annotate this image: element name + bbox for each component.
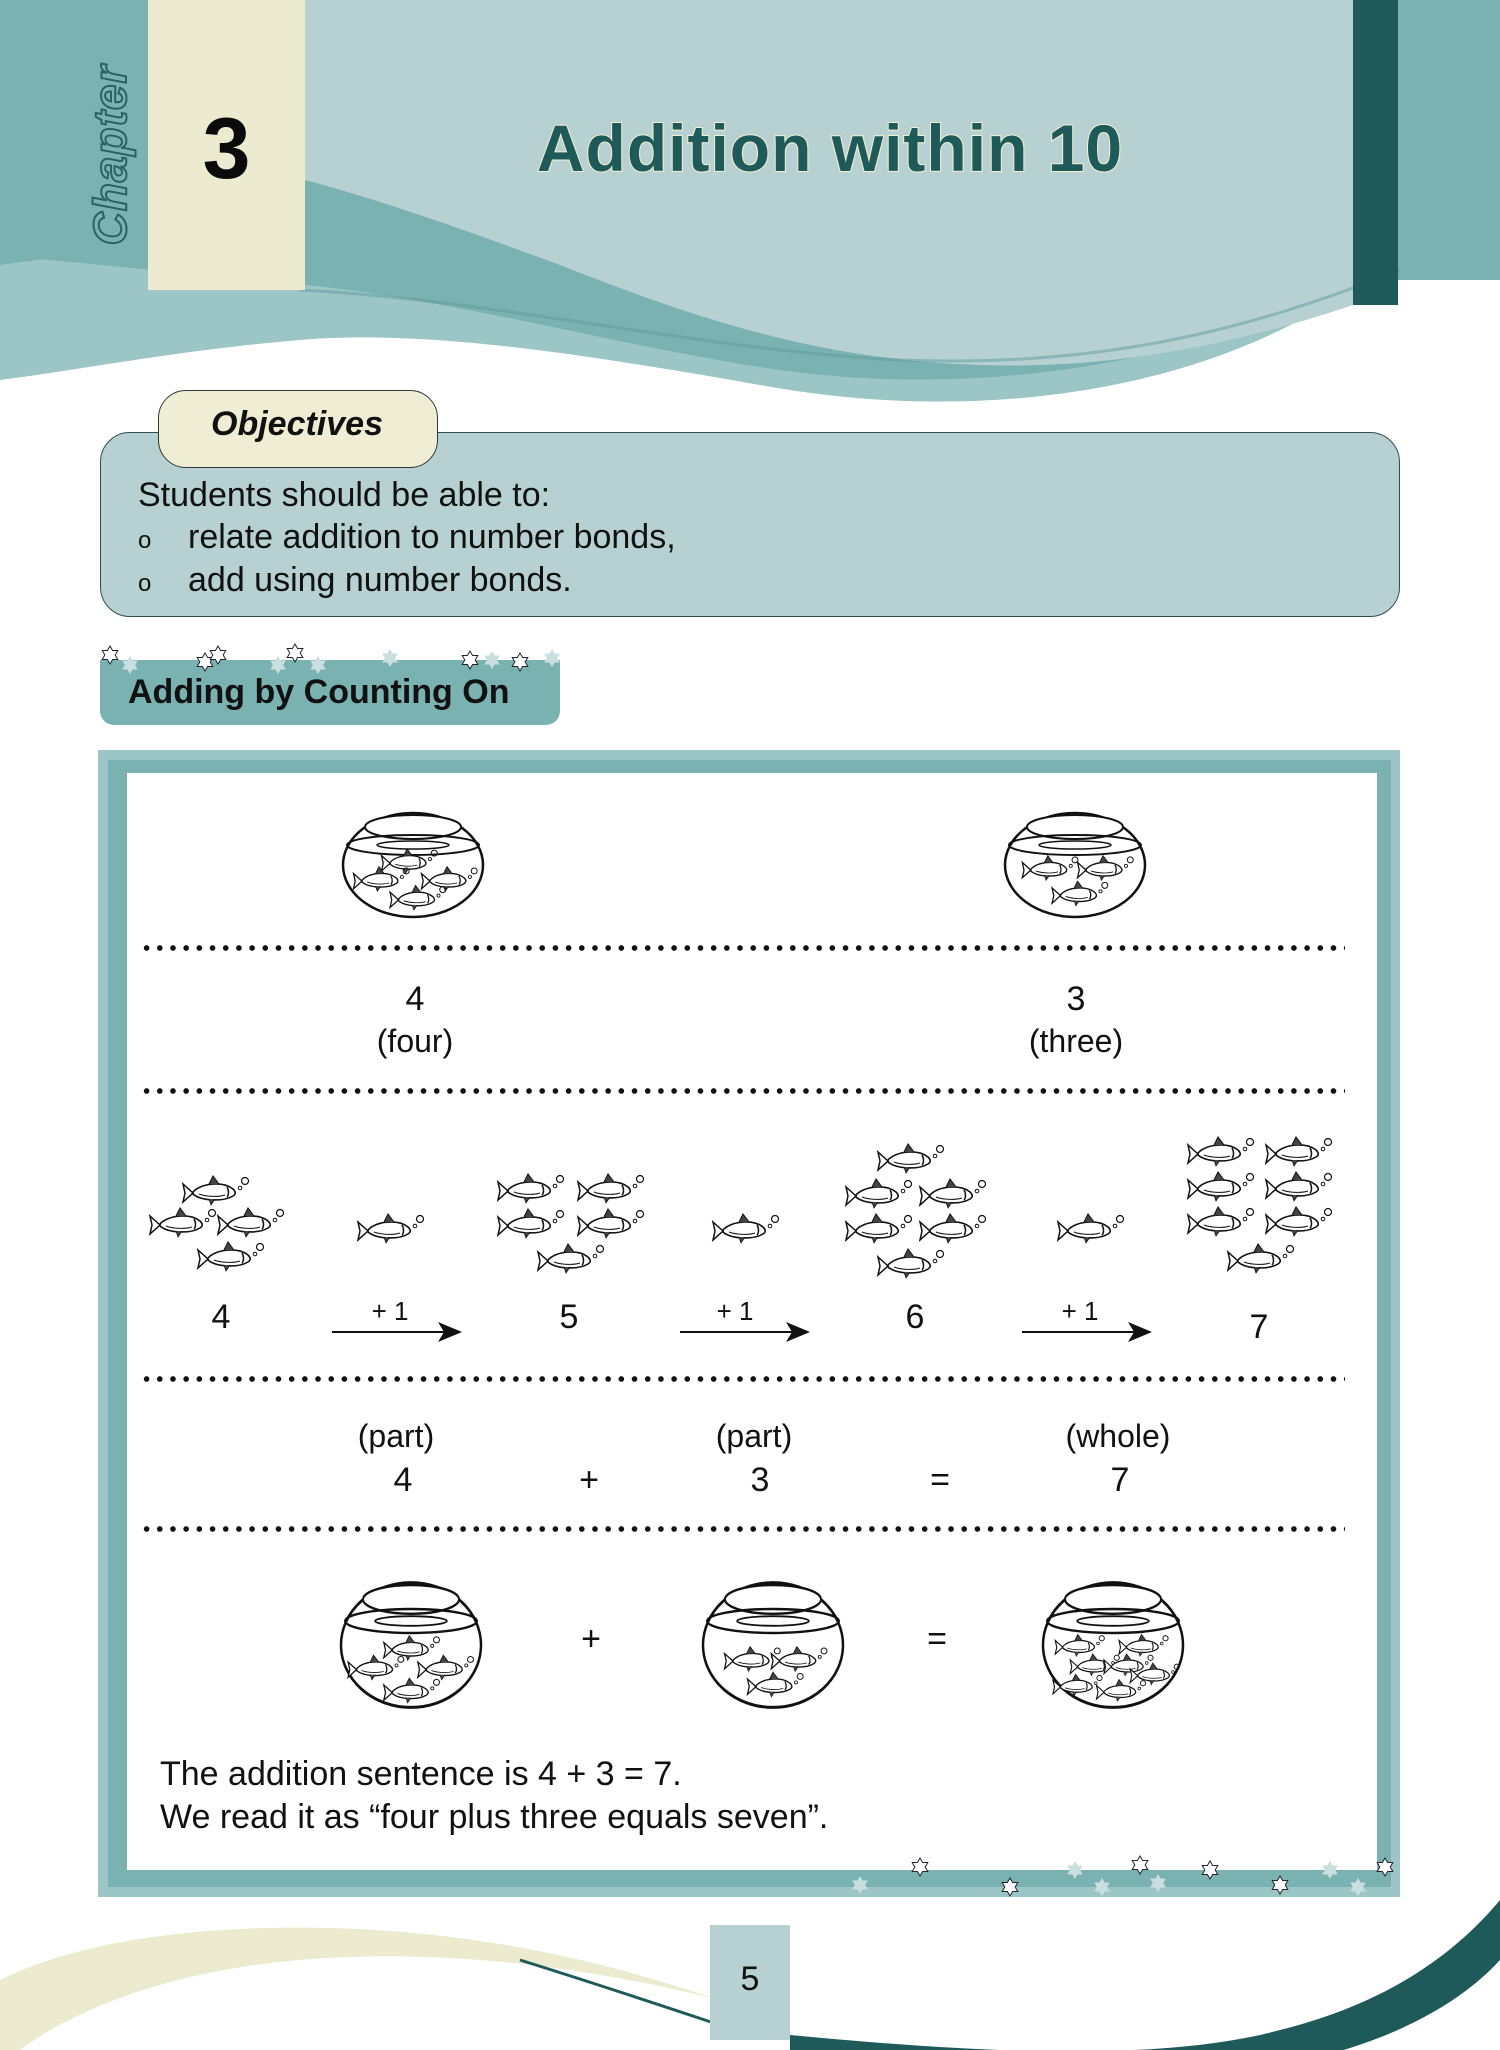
count-number: 7 bbox=[1249, 1308, 1269, 1346]
count-number: 4 bbox=[211, 1298, 231, 1336]
part-label: (part) bbox=[715, 1418, 793, 1454]
section-header bbox=[100, 660, 560, 725]
count-word: (four) bbox=[376, 1023, 454, 1059]
arrow-label: + 1 bbox=[716, 1296, 754, 1326]
fish-single-icon bbox=[357, 1213, 425, 1244]
bullet-circle-icon: o bbox=[138, 527, 152, 554]
part-label: (part) bbox=[357, 1418, 435, 1454]
chapter-number: 3 bbox=[202, 101, 251, 197]
count-number: 3 bbox=[1066, 980, 1086, 1018]
fishbowl-7-fish-icon bbox=[1041, 1581, 1185, 1709]
objective-item: o relate addition to number bonds, bbox=[138, 518, 676, 557]
addition-sentence: The addition sentence is 4 + 3 = 7. bbox=[160, 1755, 682, 1793]
page-title: Addition within 10 bbox=[536, 110, 1124, 186]
footer-wave-decoration bbox=[0, 1900, 1500, 2050]
plus-sign: + bbox=[579, 1461, 599, 1499]
fish-group-5-icon bbox=[497, 1173, 645, 1274]
right-arrow-icon bbox=[680, 1322, 810, 1342]
plus-sign: + bbox=[581, 1620, 601, 1658]
chapter-word-text: Chapter bbox=[83, 64, 137, 247]
objective-text: relate addition to number bonds, bbox=[188, 518, 676, 556]
dotted-divider bbox=[140, 1526, 1345, 1532]
chapter-number-strip bbox=[148, 0, 305, 290]
fishbowl-4-fish-icon bbox=[339, 1581, 483, 1709]
count-word: (three) bbox=[1028, 1023, 1124, 1059]
objectives-tab bbox=[158, 390, 438, 468]
header-wave-background bbox=[0, 0, 1500, 430]
page-number: 5 bbox=[740, 1960, 760, 1998]
count-number: 5 bbox=[559, 1298, 579, 1336]
fish-group-6-icon bbox=[845, 1143, 987, 1279]
whole-value: 7 bbox=[1110, 1461, 1130, 1499]
objectives-intro: Students should be able to: bbox=[138, 476, 551, 514]
fish-single-icon bbox=[1057, 1213, 1125, 1244]
dotted-divider bbox=[140, 945, 1345, 951]
dotted-divider bbox=[140, 1088, 1345, 1094]
addition-reading: We read it as “four plus three equals se… bbox=[160, 1798, 829, 1836]
dotted-divider bbox=[140, 1376, 1345, 1382]
stars-decoration-icon bbox=[852, 1855, 1394, 1897]
count-number: 6 bbox=[905, 1298, 925, 1336]
arrow-label: + 1 bbox=[371, 1296, 409, 1326]
objective-text: add using number bonds. bbox=[188, 561, 572, 599]
fish-group-7-icon bbox=[1187, 1136, 1333, 1274]
section-title: Adding by Counting On bbox=[128, 673, 510, 711]
whole-label: (whole) bbox=[1065, 1418, 1171, 1454]
fishbowl-4-fish-icon bbox=[341, 811, 485, 919]
count-number: 4 bbox=[405, 980, 425, 1018]
chapter-label: Chapter bbox=[70, 40, 150, 270]
equals-sign: = bbox=[927, 1620, 947, 1658]
bullet-circle-icon: o bbox=[138, 570, 152, 597]
objective-item: o add using number bonds. bbox=[138, 561, 572, 600]
fishbowl-3-fish-icon bbox=[701, 1581, 845, 1709]
fishbowl-3-fish-icon bbox=[1003, 811, 1147, 919]
part-value: 3 bbox=[750, 1461, 770, 1499]
equals-sign: = bbox=[930, 1461, 950, 1499]
arrow-label: + 1 bbox=[1061, 1296, 1099, 1326]
part-value: 4 bbox=[393, 1461, 413, 1499]
page-number-tab bbox=[710, 1925, 790, 2040]
right-arrow-icon bbox=[332, 1322, 462, 1342]
fish-single-icon bbox=[712, 1213, 780, 1244]
objectives-heading: Objectives bbox=[211, 405, 383, 443]
header-accent-bar bbox=[1353, 0, 1398, 305]
fish-group-4-icon bbox=[149, 1175, 285, 1272]
right-arrow-icon bbox=[1022, 1322, 1152, 1342]
